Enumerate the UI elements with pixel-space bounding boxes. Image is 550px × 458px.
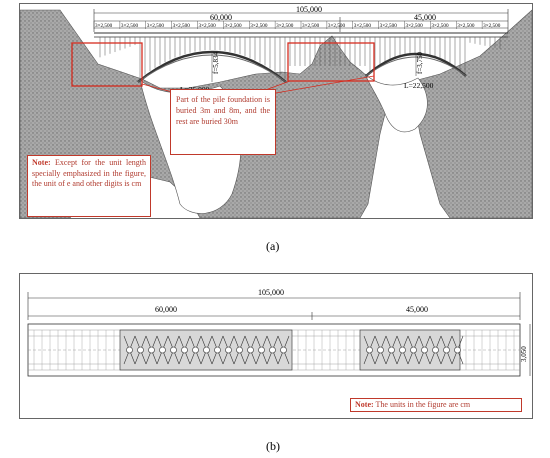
rib-node bbox=[454, 346, 461, 354]
rib-node bbox=[280, 346, 287, 354]
rib-node bbox=[377, 346, 384, 354]
bay-label: 3×2,500 bbox=[147, 23, 165, 29]
bay-label: 3×2,500 bbox=[121, 23, 139, 29]
note-text-b: The units in the figure are cm bbox=[375, 400, 471, 409]
rib-node bbox=[247, 346, 254, 354]
plan-right-span: 45,000 bbox=[406, 305, 428, 314]
right-valley bbox=[364, 73, 428, 133]
right-span-label: 45,000 bbox=[414, 13, 436, 22]
rib-node bbox=[388, 346, 395, 354]
rib-node bbox=[366, 346, 373, 354]
rib-node bbox=[148, 346, 155, 354]
note-text-a: Except for the unit length specially emp… bbox=[32, 158, 147, 188]
caption-b: (b) bbox=[266, 439, 280, 453]
units-note-a: Note: Except for the unit length special… bbox=[27, 155, 151, 217]
rib-node bbox=[126, 346, 133, 354]
bay-label: 3×2,500 bbox=[328, 23, 346, 29]
rib-node bbox=[159, 346, 166, 354]
rib-node bbox=[192, 346, 199, 354]
plan-width-dim: 3,050 bbox=[520, 346, 528, 362]
right-arch-span: L=22,500 bbox=[404, 81, 434, 90]
bay-label: 3×2,500 bbox=[250, 23, 268, 29]
left-arch-rise: f=5,834 bbox=[212, 51, 220, 74]
bay-label: 3×2,500 bbox=[302, 23, 320, 29]
bay-label: 3×2,500 bbox=[354, 23, 372, 29]
left-span-label: 60,000 bbox=[210, 13, 232, 22]
bay-label: 3×2,500 bbox=[224, 23, 242, 29]
rib-node bbox=[410, 346, 417, 354]
units-note-b: Note: The units in the figure are cm bbox=[350, 398, 522, 412]
rib-node bbox=[203, 346, 210, 354]
rib-node bbox=[443, 346, 450, 354]
bay-label: 3×2,500 bbox=[431, 23, 449, 29]
rib-node bbox=[137, 346, 144, 354]
rib-node bbox=[170, 346, 177, 354]
note-label-b: Note: bbox=[355, 400, 374, 409]
bay-label: 3×2,500 bbox=[173, 23, 191, 29]
bay-label: 3×2,500 bbox=[457, 23, 475, 29]
bay-labels: 3×2,500 3×2,500 3×2,500 3×2,500 3×2,500 3×2,5… bbox=[93, 21, 501, 29]
rib-node bbox=[225, 346, 232, 354]
caption-a: (a) bbox=[266, 239, 280, 253]
rib-node bbox=[432, 346, 439, 354]
rib-node bbox=[214, 346, 221, 354]
right-arch-rise: f=3,750 bbox=[416, 51, 424, 74]
plan-total-span: 105,000 bbox=[258, 288, 284, 297]
transverse-beams bbox=[33, 330, 515, 370]
bay-label: 3×2,500 bbox=[483, 23, 501, 29]
plan-left-span: 60,000 bbox=[155, 305, 177, 314]
plan-drawing: 105,000 60,000 45,000 3,050 Note: The un… bbox=[19, 273, 533, 419]
highlight-box-right bbox=[287, 42, 375, 82]
bay-label: 3×2,500 bbox=[380, 23, 398, 29]
bay-label: 3×2,500 bbox=[95, 23, 113, 29]
rib-node bbox=[181, 346, 188, 354]
bay-label: 3×2,500 bbox=[406, 23, 424, 29]
leader-3 bbox=[269, 75, 375, 95]
highlight-box-left bbox=[71, 42, 143, 87]
rib-node bbox=[399, 346, 406, 354]
total-span-label: 105,000 bbox=[296, 5, 322, 14]
rib-node bbox=[269, 346, 276, 354]
cross-ribs bbox=[123, 335, 464, 365]
rib-node bbox=[421, 346, 428, 354]
plan-dimension-lines bbox=[27, 292, 521, 320]
rib-node bbox=[258, 346, 265, 354]
plan-svg: 105,000 60,000 45,000 3,050 bbox=[27, 288, 531, 377]
pile-foundation-note: Part of the pile foundation is buried 3m… bbox=[170, 89, 276, 155]
bay-label: 3×2,500 bbox=[276, 23, 294, 29]
rib-node bbox=[236, 346, 243, 354]
spandrel-columns bbox=[99, 37, 501, 80]
bay-label: 3×2,500 bbox=[199, 23, 217, 29]
note-label-a: Note: bbox=[32, 158, 51, 167]
